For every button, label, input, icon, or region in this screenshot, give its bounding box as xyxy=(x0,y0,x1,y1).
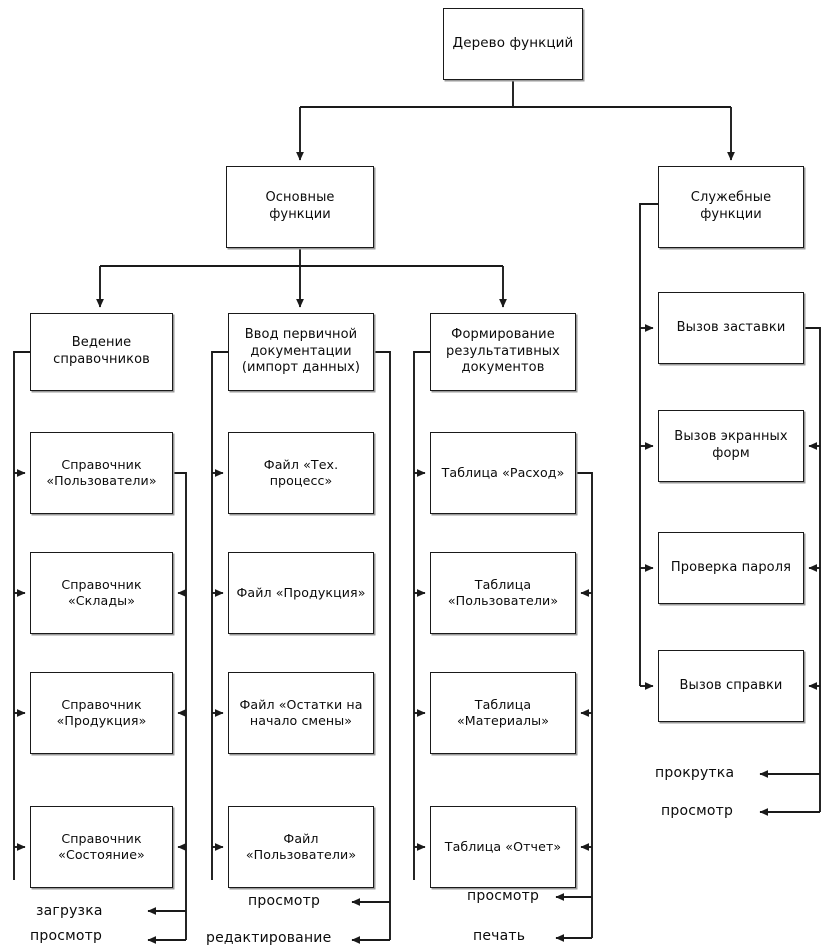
action-label-view-service: просмотр xyxy=(661,803,734,819)
action-label-load: загрузка xyxy=(36,903,103,919)
action-label-scroll: прокрутка xyxy=(655,765,735,781)
leaf-label: Справочник «Состояние» xyxy=(58,830,145,862)
leaf-label: Проверка пароля xyxy=(670,559,792,575)
node-main-functions-label: Основные функции xyxy=(265,190,335,222)
leaf-label: Файл «Тех. процесс» xyxy=(263,456,339,488)
leaf-label: Вызов экранных форм xyxy=(674,429,788,461)
leaf-label: Вызов заставки xyxy=(676,319,786,335)
node-result-docs-label: Формирование результативных документов xyxy=(446,326,560,376)
leaf-refbook-products[interactable]: Справочник «Продукция» xyxy=(30,672,173,754)
action-label-edit-input: редактирование xyxy=(206,930,332,946)
action-label-view-input: просмотр xyxy=(248,893,321,909)
leaf-label: Справочник «Пользователи» xyxy=(46,456,157,488)
leaf-label: Справочник «Склады» xyxy=(61,576,142,608)
leaf-refbook-state[interactable]: Справочник «Состояние» xyxy=(30,806,173,888)
leaf-call-splash[interactable]: Вызов заставки xyxy=(658,292,804,364)
leaf-label: Файл «Остатки на начало смены» xyxy=(239,696,363,728)
node-refbooks[interactable]: Ведение справочников xyxy=(30,313,173,391)
node-primary-input-label: Ввод первичной документации (импорт данн… xyxy=(241,326,361,376)
leaf-label: Таблица «Расход» xyxy=(441,464,565,480)
leaf-file-techprocess[interactable]: Файл «Тех. процесс» xyxy=(228,432,374,514)
leaf-label: Вызов справки xyxy=(679,677,783,693)
leaf-refbook-users[interactable]: Справочник «Пользователи» xyxy=(30,432,173,514)
leaf-file-shift-balance[interactable]: Файл «Остатки на начало смены» xyxy=(228,672,374,754)
leaf-table-users[interactable]: Таблица «Пользователи» xyxy=(430,552,576,634)
node-result-docs[interactable]: Формирование результативных документов xyxy=(430,313,576,391)
leaf-call-help[interactable]: Вызов справки xyxy=(658,650,804,722)
leaf-password-check[interactable]: Проверка пароля xyxy=(658,532,804,604)
leaf-file-users[interactable]: Файл «Пользователи» xyxy=(228,806,374,888)
node-refbooks-label: Ведение справочников xyxy=(53,335,150,367)
node-root[interactable]: Дерево функций xyxy=(443,8,583,80)
leaf-table-report[interactable]: Таблица «Отчет» xyxy=(430,806,576,888)
leaf-refbook-warehouses[interactable]: Справочник «Склады» xyxy=(30,552,173,634)
node-service-functions[interactable]: Служебные функции xyxy=(658,166,804,248)
node-root-label: Дерево функций xyxy=(452,35,574,52)
leaf-label: Файл «Продукция» xyxy=(236,584,366,600)
action-label-view-reports: просмотр xyxy=(467,888,540,904)
leaf-label: Файл «Пользователи» xyxy=(245,830,357,862)
leaf-call-screen-forms[interactable]: Вызов экранных форм xyxy=(658,410,804,482)
node-main-functions[interactable]: Основные функции xyxy=(226,166,374,248)
action-label-view-refbooks: просмотр xyxy=(30,928,103,944)
leaf-file-products[interactable]: Файл «Продукция» xyxy=(228,552,374,634)
leaf-label: Справочник «Продукция» xyxy=(56,696,147,728)
node-primary-input[interactable]: Ввод первичной документации (импорт данн… xyxy=(228,313,374,391)
leaf-label: Таблица «Материалы» xyxy=(456,696,550,728)
node-service-functions-label: Служебные функции xyxy=(690,190,772,222)
leaf-table-consumption[interactable]: Таблица «Расход» xyxy=(430,432,576,514)
leaf-label: Таблица «Отчет» xyxy=(444,838,562,854)
action-label-print-reports: печать xyxy=(473,928,526,944)
leaf-table-materials[interactable]: Таблица «Материалы» xyxy=(430,672,576,754)
leaf-label: Таблица «Пользователи» xyxy=(447,576,559,608)
